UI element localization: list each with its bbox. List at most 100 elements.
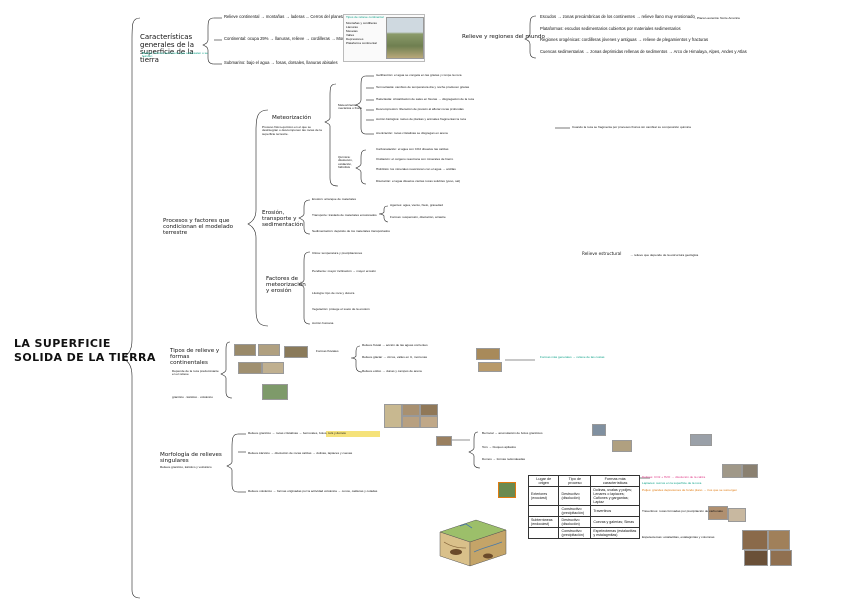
text-snippet: Relieve fluvial → acción de las aguas co… bbox=[362, 343, 428, 347]
card-item: Valles bbox=[346, 33, 355, 37]
text-snippet: Acción humana bbox=[312, 321, 334, 325]
text-snippet: Haloclastia: cristalización de sales en … bbox=[376, 97, 475, 101]
text-snippet: Clima: temperatura y precipitaciones bbox=[312, 251, 363, 255]
relief-photo bbox=[478, 362, 502, 372]
heading-meteorizacion: Meteorización bbox=[272, 115, 312, 121]
text-snippet: Dolinas: CO2 + H2O → disolución de la ca… bbox=[642, 475, 706, 479]
karst-diagram-graphic bbox=[439, 519, 507, 567]
text-snippet: Arenización: rocas cristalinas se disgre… bbox=[376, 131, 448, 135]
heading-relieve-estructural: Relieve estructural bbox=[582, 251, 622, 256]
table-cell: Constructivo (precipitación) bbox=[558, 505, 592, 517]
table-cell: Dolinas, uvalas y poljes; Lenares o lapi… bbox=[590, 486, 640, 506]
text-snippet: granítico · kárstico · volcánico bbox=[172, 395, 213, 399]
text-snippet: Espeleotemas: estalactitas, estalagmitas… bbox=[642, 535, 715, 539]
text-snippet: Travertinos: rocas formadas por precipit… bbox=[642, 509, 723, 513]
heading-caracteristicas: Características generales de la superfic… bbox=[140, 33, 194, 65]
table-cell: Subterráneas (endocárst) bbox=[527, 516, 560, 528]
text-snippet: Relieve glaciar → circos, valles en U, m… bbox=[362, 355, 427, 359]
text-snippet: Relieve granítico, kárstico y volcánico bbox=[160, 465, 212, 469]
text-snippet: Plataformas: escudos sedimentarios cubie… bbox=[540, 26, 681, 31]
text-snippet: Escudos → zonas precámbricas de los cont… bbox=[540, 14, 695, 19]
table-header: Lugar de origen bbox=[527, 475, 560, 487]
relief-types-card: Tipos de relieve continental Montañas y … bbox=[343, 14, 425, 62]
relief-photo bbox=[284, 346, 308, 358]
text-snippet: Tors → bloques apilados bbox=[482, 445, 516, 449]
text-snippet: Relieve kárstico → disolución de rocas c… bbox=[248, 451, 353, 455]
card-item: Plataforma continental bbox=[346, 41, 377, 45]
card-heading: Tipos de relieve continental bbox=[346, 15, 384, 19]
relief-photo bbox=[498, 482, 516, 498]
text-snippet: Agentes: agua, viento, hielo, gravedad bbox=[390, 203, 443, 207]
table-cell: Espeleotemas (estalactitas y estalagmita… bbox=[590, 527, 640, 539]
text-snippet: Formas fluviales bbox=[316, 349, 339, 353]
text-snippet: Cuencas sedimentarias → zonas deprimidas… bbox=[540, 49, 747, 54]
relief-photo bbox=[592, 424, 606, 436]
relief-photo bbox=[420, 416, 438, 428]
landscape-photo bbox=[386, 17, 424, 59]
text-snippet: Lapiaces: surcos en la superficie de la … bbox=[642, 481, 702, 485]
relief-photo bbox=[258, 344, 280, 356]
table-cell: Constructivo (precipitación) bbox=[558, 527, 592, 539]
table-header: Formas más características bbox=[590, 475, 640, 487]
karst-forms-table: Lugar de origen Tipo de proceso Formas m… bbox=[527, 475, 640, 539]
text-snippet: Relieve continental → montañas → laderas… bbox=[224, 14, 345, 19]
table-row: Constructivo (precipitación) Espeleotema… bbox=[527, 527, 640, 539]
text-snippet: Relieve eólico → dunas y campos de arena bbox=[362, 369, 422, 373]
text-snippet: Poljes: grandes depresiones de fondo pla… bbox=[642, 488, 738, 492]
text-snippet: Proceso físico-químico en el que se desi… bbox=[262, 125, 322, 136]
text-snippet: Oxidación: el oxígeno reacciona con mine… bbox=[376, 157, 454, 161]
table-row: Subterráneas (endocárst) Destructivo (di… bbox=[527, 516, 640, 528]
text-snippet: Meteorización mecánica o física bbox=[338, 103, 362, 111]
relief-photo bbox=[690, 434, 712, 446]
cave-photo bbox=[744, 550, 768, 566]
relief-photo bbox=[420, 404, 438, 416]
text-snippet: Disolución: el agua disuelve ciertas roc… bbox=[376, 179, 461, 183]
text-snippet: Cuando la roca se fragmenta por procesos… bbox=[572, 125, 691, 129]
cave-photo bbox=[770, 550, 792, 566]
relief-photo bbox=[476, 348, 500, 360]
table-header: Tipo de proceso bbox=[558, 475, 592, 487]
table-cell: Travertinos bbox=[590, 505, 640, 517]
text-snippet: Pendiente: mayor inclinación → mayor ero… bbox=[312, 269, 376, 273]
card-item: Montañas y cordilleras bbox=[346, 21, 377, 25]
text-snippet: → Placa Laurentia: Norte América bbox=[693, 16, 740, 20]
cave-photo bbox=[742, 530, 768, 550]
heading-factores: Factores de meteorización y erosión bbox=[266, 276, 306, 295]
card-item: Depresiones bbox=[346, 37, 364, 41]
text-snippet: Relieve volcánico → formas originadas po… bbox=[248, 489, 378, 493]
text-snippet: Carbonatación: el agua con CO2 disuelve … bbox=[376, 147, 449, 151]
relief-photo bbox=[742, 464, 758, 478]
heading-tipos-relieve: Tipos de relieve y formas continentales bbox=[170, 348, 220, 367]
relief-photo bbox=[708, 506, 728, 520]
table-cell: Exteriores (exocárst) bbox=[527, 486, 560, 506]
text-snippet: Formas más generales → relieve de las co… bbox=[540, 355, 605, 359]
table-cell bbox=[527, 505, 560, 517]
text-snippet: Vegetación: protege el suelo de la erosi… bbox=[312, 307, 370, 311]
relief-photo bbox=[436, 436, 452, 446]
table-cell: Destructivo (disolución) bbox=[558, 516, 592, 528]
table-cell bbox=[527, 527, 560, 539]
text-snippet: Sedimentación: depósito de los materiale… bbox=[312, 229, 390, 233]
heading-morfologia: Morfología de relieves singulares bbox=[160, 452, 222, 465]
relief-photo bbox=[384, 404, 402, 428]
relief-photo bbox=[262, 384, 288, 400]
highlight-marker bbox=[326, 431, 380, 437]
text-snippet: → relieve que depende de la estructura g… bbox=[630, 253, 699, 257]
text-snippet: Formas: suspensión, disolución, arrastre bbox=[390, 215, 446, 219]
relief-photo bbox=[238, 362, 262, 374]
text-snippet: Submarino: bajo el agua → fosas, dorsale… bbox=[224, 60, 338, 65]
table-row: Constructivo (precipitación) Travertinos bbox=[527, 505, 640, 517]
heading-relieve-mundo: Relieve y regiones del mundo bbox=[462, 34, 545, 40]
relief-photo bbox=[722, 464, 742, 478]
table-cell: Cuevas y galerías; Simas bbox=[590, 516, 640, 528]
text-snippet: Descompresión: liberación de presión al … bbox=[376, 107, 464, 111]
table-cell: Destructivo (disolución) bbox=[558, 486, 592, 506]
text-snippet: Química: disolución, oxidación, hidrólis… bbox=[338, 155, 353, 170]
text-snippet: Continental: ocupa 29% → llanuras, relie… bbox=[224, 36, 355, 41]
caracteristicas-note: Relieve, formas del terreno que sobresal… bbox=[142, 51, 208, 59]
text-snippet: Regiones orogénicas: cordilleras jóvenes… bbox=[540, 37, 709, 42]
karst-block-diagram bbox=[436, 512, 508, 570]
text-snippet: Litología: tipo de roca y dureza bbox=[312, 291, 355, 295]
heading-procesos: Procesos y factores que condicionan el m… bbox=[163, 218, 234, 237]
